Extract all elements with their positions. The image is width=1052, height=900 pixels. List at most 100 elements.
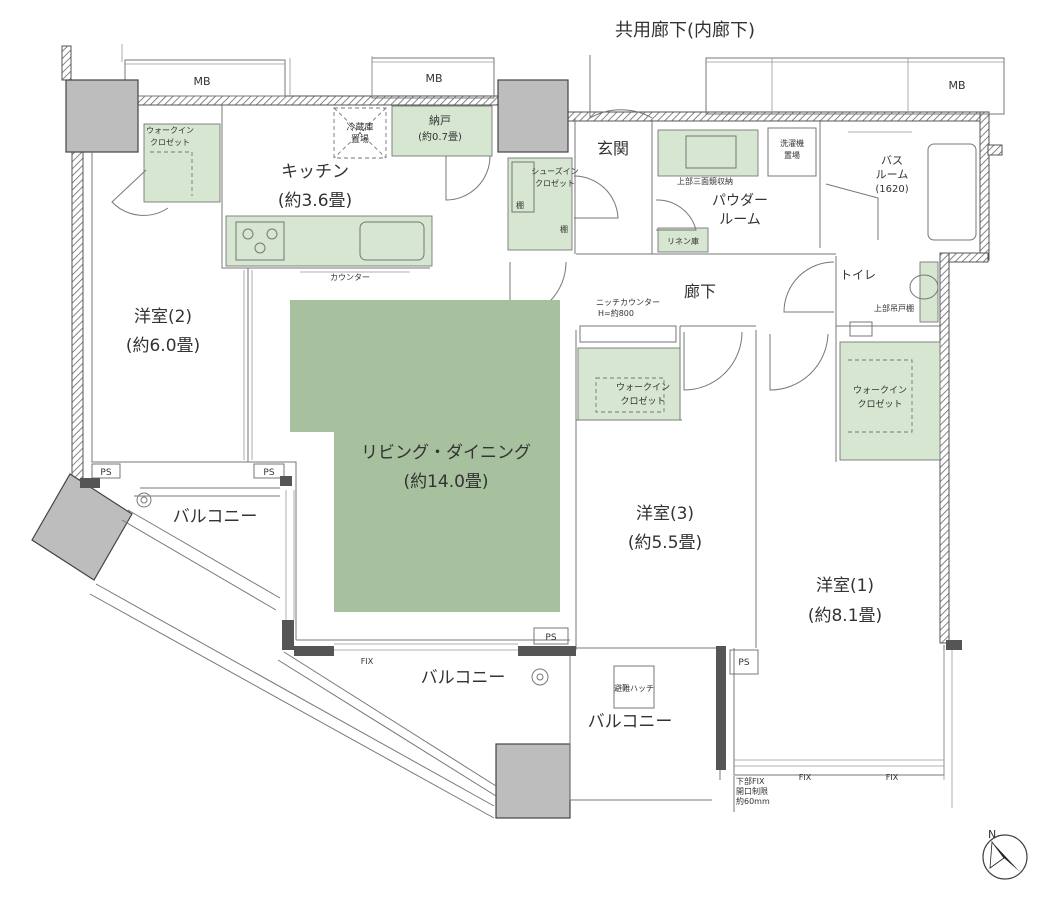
column-bottom: [495, 743, 571, 819]
upper-cabinet-label: 上部吊戸棚: [874, 303, 914, 313]
upper-storage-label: 上部三面鏡収納: [677, 176, 733, 186]
bath-label-2: ルーム: [876, 168, 909, 181]
entrance-door[interactable]: [589, 55, 653, 119]
ps-label-a: PS: [100, 468, 111, 478]
toilet-door[interactable]: [783, 261, 835, 313]
shoe-closet-door[interactable]: [573, 175, 619, 219]
ps-box-b: [253, 463, 285, 479]
western1-label: 洋室(1): [816, 576, 874, 596]
wic-small-label-2: クロゼット: [150, 137, 190, 147]
linen-closet: [657, 227, 709, 253]
ps-label-d: PS: [738, 658, 749, 668]
living-label: リビング・ダイニング: [361, 443, 531, 463]
drain-icon-center: [531, 668, 549, 686]
counter-label: カウンター: [330, 273, 370, 282]
fix-label-a: FIX: [361, 657, 374, 666]
window-frames: [243, 270, 953, 808]
storage-room: [391, 105, 493, 157]
living-size: (約14.0畳): [403, 472, 488, 492]
lower-fix-label-1: 下部FIX: [736, 776, 765, 786]
balcony-center-label: バルコニー: [421, 668, 506, 688]
fix-label-c: FIX: [886, 773, 899, 782]
toilet-icon: [909, 274, 939, 300]
shelf-label-b: 棚: [560, 224, 568, 234]
hatch-label: 避難ハッチ: [614, 683, 654, 693]
bath-size: (1620): [875, 184, 908, 195]
living-dining-area: [290, 300, 560, 612]
bathtub-icon: [927, 143, 977, 241]
western3-size: (約5.5畳): [628, 533, 702, 553]
bath-door[interactable]: [825, 183, 879, 240]
mb-label-right: MB: [948, 79, 965, 92]
wic1-label-1: ウォークイン: [853, 385, 907, 396]
storage-size: (約0.7畳): [418, 130, 462, 143]
column-top-center: [497, 79, 569, 153]
western2-label: 洋室(2): [134, 307, 192, 327]
niche-label-1: ニッチカウンター: [596, 298, 660, 307]
ps-box-d: [729, 649, 759, 675]
washer-label-1: 洗濯機: [780, 138, 804, 148]
fridge-label-2: 置場: [351, 133, 369, 145]
wic3-label-1: ウォークイン: [616, 382, 670, 393]
shoe-closet-label-2: クロゼット: [535, 178, 575, 188]
storage-door[interactable]: [445, 155, 491, 201]
column-top-left: [65, 79, 139, 153]
storage-label: 納戸: [429, 114, 451, 127]
ps-box-c: [533, 627, 569, 645]
sink-icon: [359, 221, 425, 261]
column-balcony-left: [31, 473, 133, 581]
balcony-left-label: バルコニー: [173, 507, 258, 527]
bath-label-1: バス: [881, 154, 903, 167]
niche-label-2: H=約800: [598, 308, 634, 318]
kitchen-size: (約3.6畳): [278, 191, 352, 211]
western1-size: (約8.1畳): [808, 606, 882, 626]
mb-label-left: MB: [193, 75, 210, 88]
powder-label-2: ルーム: [719, 212, 761, 228]
western2-size: (約6.0畳): [126, 336, 200, 356]
washer-label-2: 置場: [784, 150, 800, 160]
entrance-label: 玄関: [597, 139, 629, 158]
kitchen-counter: [225, 215, 433, 267]
walk-in-closet-1: [839, 341, 941, 461]
wic3-label-2: クロゼット: [620, 395, 665, 407]
lower-fix-label-3: 約60mm: [736, 796, 770, 806]
powder-door[interactable]: [655, 199, 697, 231]
western3-label: 洋室(3): [636, 504, 694, 524]
toilet-shelf: [919, 261, 939, 323]
shelf-label-a: 棚: [516, 200, 524, 210]
vanity-counter: [657, 129, 759, 177]
walk-in-closet-3: [577, 347, 681, 421]
north-arrow-icon: [982, 834, 1028, 880]
shoes-in-closet: [507, 157, 573, 251]
corridor-label: 共用廊下(内廊下): [615, 20, 755, 41]
ps-box-a: [91, 463, 121, 479]
drain-icon-left: [136, 492, 152, 508]
toilet-label: トイレ: [840, 268, 876, 282]
shoe-closet-label-1: シューズイン: [531, 166, 579, 176]
washer-space: [767, 127, 817, 177]
fridge-label-1: 冷蔵庫: [346, 121, 373, 133]
walk-in-closet-small: [143, 123, 221, 203]
fridge-space: [333, 107, 387, 159]
bedroom3-door[interactable]: [683, 331, 743, 391]
balcony-right-label: バルコニー: [588, 712, 673, 732]
drain-icon-left-inner: [140, 496, 148, 504]
hallway-label: 廊下: [684, 282, 716, 301]
wic-small-label-1: ウォークイン: [146, 126, 194, 135]
stove-icon: [235, 221, 285, 261]
balcony-rails: [89, 44, 735, 819]
powder-label-1: パウダー: [712, 193, 768, 209]
kitchen-label: キッチン: [281, 162, 349, 182]
bedroom1-door[interactable]: [769, 333, 829, 391]
linen-label: リネン庫: [667, 236, 699, 246]
wic1-label-2: クロゼット: [857, 398, 902, 410]
north-label: N: [988, 828, 996, 841]
mb-label-center: MB: [425, 72, 442, 85]
lower-fix-label-2: 開口制限: [736, 786, 768, 796]
fix-label-b: FIX: [799, 773, 812, 782]
ps-label-c: PS: [545, 633, 556, 643]
evacuation-hatch: [613, 665, 655, 709]
wic-small-door[interactable]: [111, 169, 169, 216]
ps-label-b: PS: [263, 468, 274, 478]
